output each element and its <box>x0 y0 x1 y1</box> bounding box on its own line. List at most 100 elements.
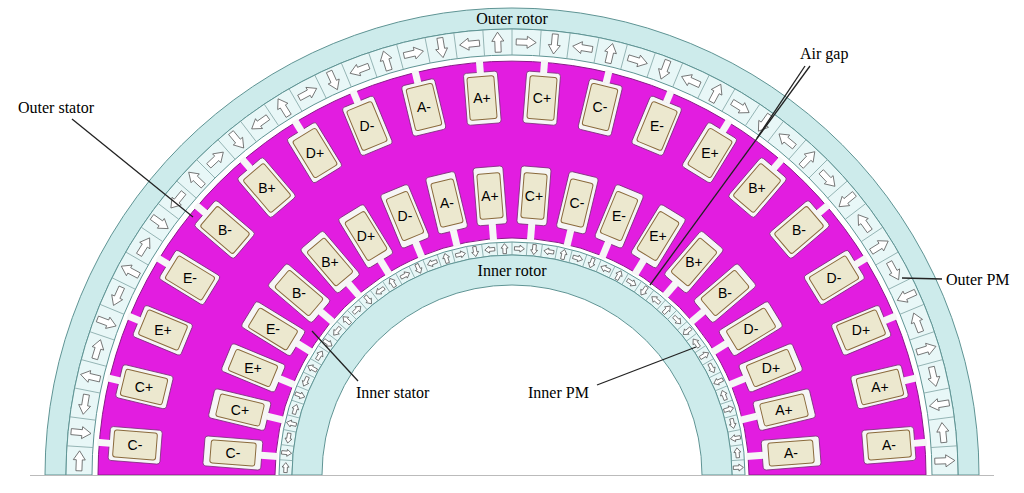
magnet-boundary <box>728 430 741 433</box>
magnet-boundary <box>725 415 738 418</box>
magnetisation-arrow <box>460 38 480 50</box>
magnet-boundary <box>281 445 294 447</box>
outer-rotor-yoke <box>45 8 979 475</box>
slot-opening-body <box>769 200 831 260</box>
phase-label: B- <box>792 222 806 238</box>
phase-label: A+ <box>871 379 889 395</box>
coil-slot: B+ <box>242 162 292 214</box>
magnet-boundary <box>745 104 759 126</box>
magnet-boundary <box>720 400 732 404</box>
magnetisation-arrow <box>137 238 150 257</box>
magnetisation-arrow <box>292 405 299 415</box>
phase-label: B+ <box>321 254 339 270</box>
magnetisation-arrow <box>721 391 728 401</box>
coil-slot: A+ <box>855 368 904 405</box>
magnet-boundary <box>454 33 457 59</box>
magnet-boundary <box>594 38 599 64</box>
magnet-boundary <box>621 44 628 69</box>
coil-slot: D- <box>725 306 777 350</box>
magnetisation-arrow <box>799 152 815 169</box>
coil-slot: E- <box>164 254 216 301</box>
magnet-boundary <box>526 242 528 255</box>
slot-cavity <box>96 425 162 464</box>
magnet-boundary <box>646 290 654 300</box>
slot-neck <box>260 452 277 460</box>
part-label: Inner stator <box>356 383 429 402</box>
slot-cavity <box>462 59 501 125</box>
magnetisation-arrow <box>295 392 305 399</box>
magnet-boundary <box>315 75 326 98</box>
magnet-boundary <box>668 310 677 319</box>
magnet-boundary <box>567 33 570 59</box>
slot-cavity <box>185 192 256 259</box>
magnetisation-arrow <box>278 99 292 118</box>
magnetisation-arrow <box>724 406 734 413</box>
coil-slot: E+ <box>227 348 279 388</box>
coil-slot: E+ <box>636 210 680 262</box>
magnetisation-arrow <box>573 255 583 262</box>
magnet-boundary <box>197 160 215 178</box>
magnetisation-arrow <box>641 286 649 295</box>
coil-slot: B+ <box>733 162 783 214</box>
slot-cavity <box>104 361 174 409</box>
part-label: Outer PM <box>946 270 1010 289</box>
phase-label: A- <box>417 99 431 115</box>
phase-label: A- <box>784 445 798 461</box>
magnet-boundary <box>900 304 924 314</box>
coil-slot: A+ <box>467 75 498 121</box>
magnetisation-arrow <box>734 448 741 458</box>
slot-neck <box>97 439 111 447</box>
coil-slot: C- <box>581 83 618 132</box>
phase-label: B+ <box>749 180 767 196</box>
part-label: Inner rotor <box>478 261 547 280</box>
phase-label: C- <box>593 99 608 115</box>
phase-label: B- <box>218 222 232 238</box>
slot-opening-body <box>578 78 623 137</box>
slot-cavity <box>425 171 471 250</box>
magnet-boundary <box>369 53 377 78</box>
slot-cavity <box>723 343 803 399</box>
phase-label: B- <box>292 285 306 301</box>
slot-opening-body <box>753 388 816 431</box>
coil-slot: C- <box>209 439 257 467</box>
phase-label: B+ <box>258 180 276 196</box>
slot-opening-body <box>556 171 599 234</box>
magnet-boundary <box>452 250 455 263</box>
slot-opening-body <box>761 436 821 470</box>
slot-neck <box>412 241 425 259</box>
leader-line <box>312 331 358 381</box>
slot-neck <box>350 89 361 104</box>
magnetisation-arrow <box>659 59 671 79</box>
magnetisation-arrow <box>455 251 465 258</box>
slot-neck <box>540 60 548 74</box>
coil-slot: B- <box>700 269 751 317</box>
coil-slot: D+ <box>343 210 387 262</box>
magnetisation-arrow <box>560 250 567 260</box>
coil-slot: C- <box>560 178 594 228</box>
magnetisation-arrow <box>693 339 700 348</box>
magnet-boundary <box>482 244 484 257</box>
slot-neck <box>476 60 484 74</box>
coil-slot: B- <box>199 205 251 255</box>
coil-slot: C+ <box>526 75 557 121</box>
magnet-boundary <box>467 246 470 259</box>
slot-cavity <box>337 84 393 156</box>
magnet-boundary <box>722 89 735 112</box>
magnetisation-arrow <box>492 32 504 52</box>
magnetisation-arrow <box>714 378 724 385</box>
phase-label: E+ <box>154 322 172 338</box>
phase-label: D+ <box>305 145 323 161</box>
magnet-boundary <box>287 415 300 418</box>
slot-cavity <box>631 84 687 156</box>
coil-slot: D+ <box>745 348 797 388</box>
magnet-boundary <box>158 203 179 219</box>
magnetisation-arrow <box>485 246 495 253</box>
slot-opening-body <box>803 249 865 305</box>
magnet-boundary <box>483 30 485 56</box>
magnet-boundary <box>583 254 587 266</box>
coil-slot: C+ <box>120 368 169 405</box>
magnet-boundary <box>539 30 541 56</box>
magnetisation-arrow <box>112 286 125 305</box>
